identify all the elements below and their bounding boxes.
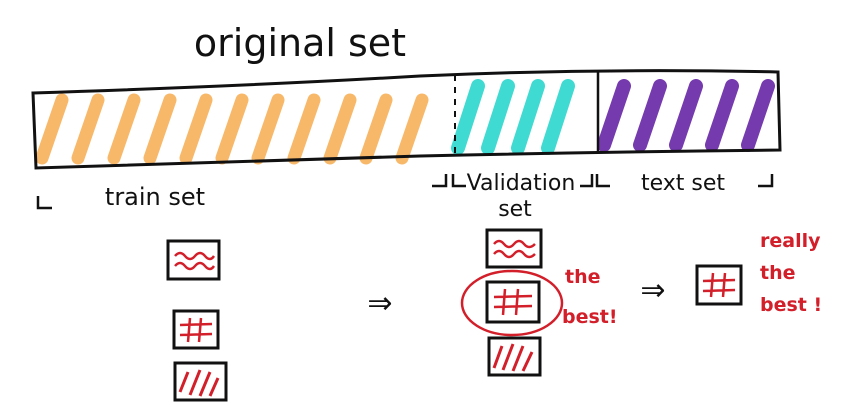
- note-really-line2: the: [760, 262, 796, 284]
- validation-label-line1: Validation: [467, 171, 576, 196]
- test-stripe-0: [597, 79, 631, 152]
- arrow-1: ⇒: [367, 286, 392, 321]
- validation-bracket-right: [580, 174, 594, 188]
- validation-bracket-left: [451, 174, 466, 188]
- train-stripe-8: [323, 93, 357, 165]
- validation-stripe-1: [481, 79, 515, 155]
- train-set-label: train set: [105, 183, 205, 211]
- validation-stripe-3: [541, 79, 575, 155]
- val-model-slash-box: [487, 336, 542, 377]
- note-the-best-line1: the: [565, 266, 601, 288]
- note-really-line1: really: [760, 230, 821, 252]
- train-stripe-1: [71, 93, 105, 165]
- test-bracket-right: [758, 174, 774, 188]
- note-really-line3: best !: [760, 294, 822, 316]
- best-model-circle: [460, 269, 564, 337]
- train-stripe-5: [215, 93, 249, 165]
- train-stripe-10: [395, 93, 429, 165]
- train-segment-stripes: [35, 93, 429, 165]
- validation-stripe-2: [511, 79, 545, 155]
- test-segment-stripes: [597, 79, 775, 152]
- test-bracket-left: [595, 174, 610, 188]
- train-stripe-2: [107, 93, 141, 165]
- val-model-hash-box: [485, 280, 541, 324]
- test-stripe-4: [741, 79, 775, 152]
- arrow-2: ⇒: [640, 273, 665, 308]
- model-slash-box: [173, 361, 228, 402]
- test-set-label: text set: [641, 171, 725, 196]
- test-stripe-2: [669, 79, 703, 152]
- validated-models: [460, 228, 564, 377]
- validation-segment-stripes: [451, 79, 575, 155]
- segment-brackets: [36, 174, 774, 210]
- train-stripe-9: [359, 93, 393, 165]
- train-stripe-6: [251, 93, 285, 165]
- val-model-wave-box: [485, 228, 543, 269]
- train-bracket-right: [432, 174, 448, 188]
- diagram-title: original set: [194, 21, 406, 65]
- model-wave-box: [166, 239, 221, 281]
- validation-stripe-0: [451, 79, 485, 155]
- validation-label-line2: set: [498, 197, 532, 222]
- train-stripe-0: [35, 93, 69, 165]
- dataset-bar: [31, 69, 782, 170]
- dataset-bar-outline: [31, 69, 782, 170]
- train-stripe-7: [287, 93, 321, 165]
- note-the-best-line2: best!: [562, 306, 618, 328]
- test-stripe-1: [633, 79, 667, 152]
- final-model-box: [695, 264, 743, 306]
- train-stripe-3: [143, 93, 177, 165]
- train-bracket-left: [36, 196, 52, 210]
- train-stripe-4: [179, 93, 213, 165]
- candidate-models: [166, 239, 228, 402]
- model-hash-box: [172, 309, 220, 350]
- test-stripe-3: [705, 79, 739, 152]
